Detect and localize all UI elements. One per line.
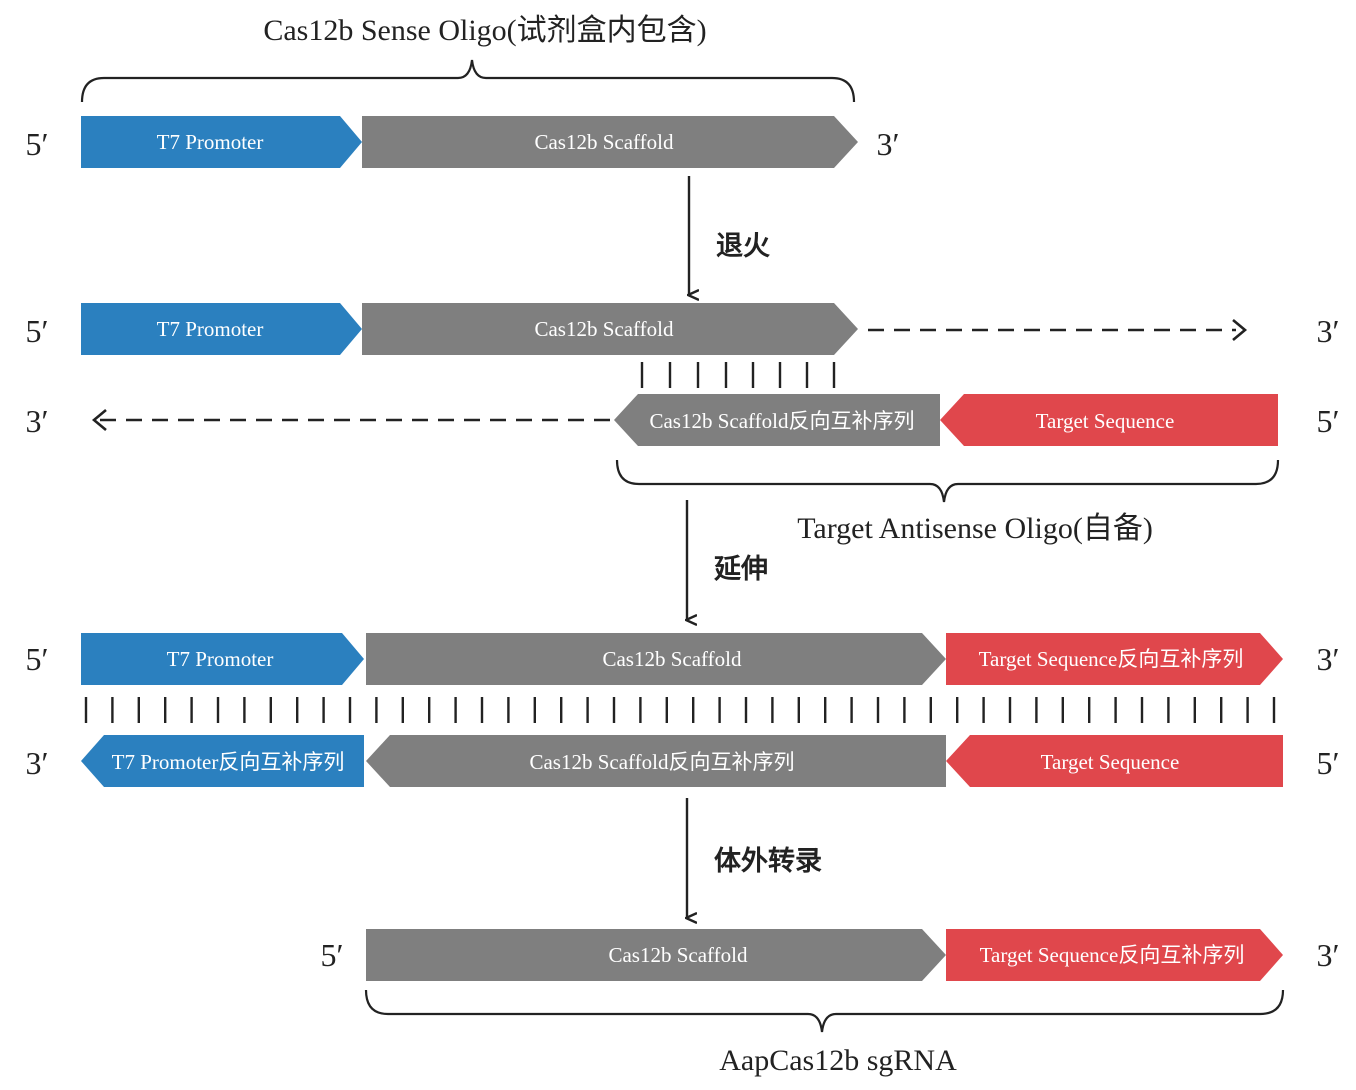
row2-scaffold-label: Cas12b Scaffold bbox=[534, 317, 674, 341]
sense-oligo-title: Cas12b Sense Oligo(试剂盒内包含) bbox=[263, 14, 706, 47]
row2-t7-promoter bbox=[81, 303, 362, 355]
row3-extension-arrowhead bbox=[91, 409, 107, 431]
row5-target-label: Target Sequence bbox=[1041, 750, 1180, 774]
row6-cas12b-scaffold bbox=[366, 929, 946, 981]
row6-target-rc bbox=[946, 929, 1283, 981]
row3-five-prime: 5′ bbox=[1317, 403, 1340, 439]
row2-cas12b-scaffold bbox=[362, 303, 858, 355]
row4-target-rc bbox=[946, 633, 1283, 685]
row2-extension-arrowhead bbox=[1232, 319, 1248, 341]
row4-target-rc-label: Target Sequence反向互补序列 bbox=[979, 647, 1244, 671]
row1-scaffold-label: Cas12b Scaffold bbox=[534, 130, 674, 154]
antisense-oligo-title: Target Antisense Oligo(自备) bbox=[797, 512, 1153, 545]
row5-five-prime: 5′ bbox=[1317, 745, 1340, 781]
row5-scaffold-rc bbox=[366, 735, 946, 787]
sgrna-brace bbox=[364, 989, 1285, 1033]
row1-cas12b-scaffold bbox=[362, 116, 858, 168]
row1-t7-label: T7 Promoter bbox=[157, 130, 264, 154]
row5-t7-rc-label: T7 Promoter反向互补序列 bbox=[112, 750, 345, 774]
row2-t7-label: T7 Promoter bbox=[157, 317, 264, 341]
row6-scaffold-label: Cas12b Scaffold bbox=[608, 943, 748, 967]
row6-five-prime: 5′ bbox=[321, 937, 344, 973]
sgrna-title: AapCas12b sgRNA bbox=[719, 1044, 957, 1077]
sense-oligo-brace bbox=[80, 59, 856, 103]
row5-t7-rc bbox=[81, 735, 364, 787]
row5-scaffold-rc-label: Cas12b Scaffold反向互补序列 bbox=[529, 750, 794, 774]
annealing-ticks bbox=[640, 362, 836, 388]
row1-t7-promoter bbox=[81, 116, 362, 168]
row5-three-prime: 3′ bbox=[26, 745, 49, 781]
full-pairing-ticks bbox=[84, 697, 1276, 723]
row2-three-prime: 3′ bbox=[1317, 313, 1340, 349]
row4-scaffold-label: Cas12b Scaffold bbox=[602, 647, 742, 671]
row4-cas12b-scaffold bbox=[366, 633, 946, 685]
row1-five-prime: 5′ bbox=[26, 126, 49, 162]
row6-three-prime: 3′ bbox=[1317, 937, 1340, 973]
row2-five-prime: 5′ bbox=[26, 313, 49, 349]
row5-target-sequence bbox=[946, 735, 1283, 787]
antisense-oligo-brace bbox=[615, 459, 1280, 503]
row3-scaffold-rc bbox=[614, 394, 940, 446]
row6-target-rc-label: Target Sequence反向互补序列 bbox=[980, 943, 1245, 967]
row1-three-prime: 3′ bbox=[877, 126, 900, 162]
row4-t7-label: T7 Promoter bbox=[167, 647, 274, 671]
row4-three-prime: 3′ bbox=[1317, 641, 1340, 677]
anneal-step-label: 退火 bbox=[716, 231, 770, 262]
row3-target-label: Target Sequence bbox=[1036, 409, 1175, 433]
row3-scaffold-rc-label: Cas12b Scaffold反向互补序列 bbox=[649, 409, 914, 433]
transcribe-step-label: 体外转录 bbox=[714, 846, 822, 877]
extend-step-label: 延伸 bbox=[713, 554, 768, 585]
row4-five-prime: 5′ bbox=[26, 641, 49, 677]
row4-t7-promoter bbox=[81, 633, 364, 685]
row3-three-prime: 3′ bbox=[26, 403, 49, 439]
row3-target-sequence bbox=[940, 394, 1278, 446]
